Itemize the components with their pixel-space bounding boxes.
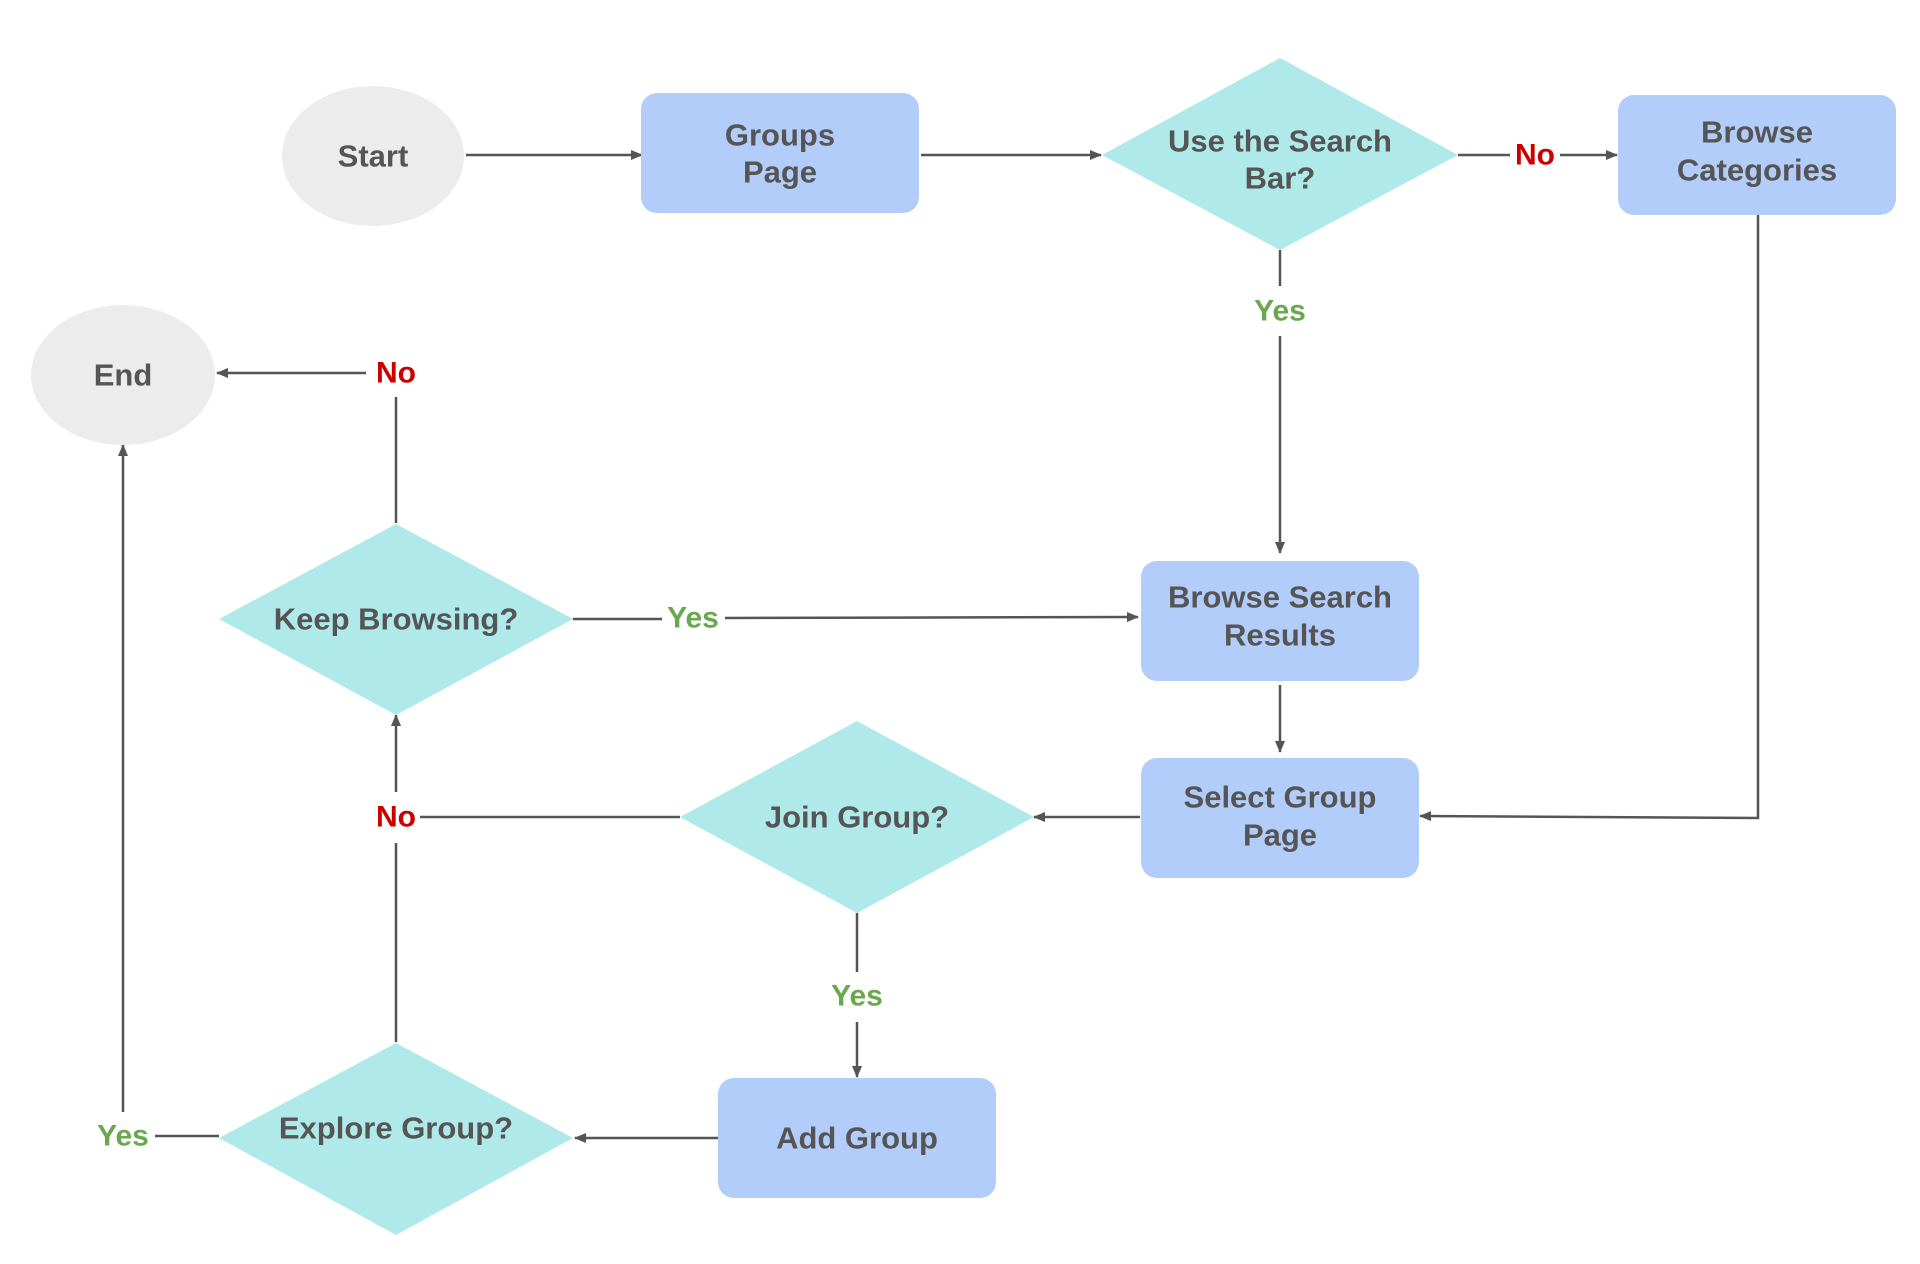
search-no-label: No [1515, 139, 1555, 172]
add-group-process-shape [718, 1078, 996, 1198]
end-label: End [94, 358, 153, 393]
browse-search-results-process-shape [1141, 561, 1419, 681]
node-browse-categories: Browse Categories [1618, 95, 1896, 215]
join-group-decision-shape [680, 721, 1034, 913]
select-group-page-label-line-1: Select Group [1184, 780, 1377, 815]
search-yes-label: Yes [1254, 295, 1306, 328]
edge-keep-browsing-yes-b [724, 612, 1139, 623]
explore-group-label: Explore Group? [279, 1111, 513, 1146]
browse-search-results-label-line-2: Results [1224, 618, 1336, 653]
browse-categories-label-line-1: Browse [1701, 115, 1813, 150]
edges [118, 150, 1760, 1143]
edge-labels: No Yes No Yes No Yes Yes [97, 139, 1555, 1153]
node-add-group: Add Group [718, 1078, 996, 1198]
keep-browsing-decision-shape [219, 524, 573, 715]
end-terminal-shape [31, 305, 215, 445]
keep-browsing-label: Keep Browsing? [274, 602, 519, 637]
add-group-label: Add Group [776, 1121, 938, 1156]
node-select-group-page: Select Group Page [1141, 758, 1419, 878]
node-join-group: Join Group? [680, 721, 1034, 913]
node-start: Start [282, 86, 464, 226]
use-search-bar-label-line-2: Bar? [1245, 161, 1316, 196]
groups-page-process-shape [641, 93, 919, 213]
groups-page-label-line-2: Page [743, 155, 817, 190]
join-group-label: Join Group? [765, 800, 949, 835]
browse-search-results-label-line-1: Browse Search [1168, 580, 1392, 615]
node-use-search-bar: Use the Search Bar? [1102, 58, 1458, 250]
groups-page-label-line-1: Groups [725, 118, 835, 153]
node-explore-group: Explore Group? [219, 1043, 573, 1235]
keep-browsing-no-label: No [376, 357, 416, 390]
node-end: End [31, 305, 215, 445]
select-group-page-label-line-2: Page [1243, 818, 1317, 853]
join-no-label: No [376, 801, 416, 834]
use-search-bar-decision-shape [1102, 58, 1458, 250]
node-groups-page: Groups Page [641, 93, 919, 213]
nodes: Start Groups Page Use the Search Bar? Br… [31, 58, 1896, 1235]
explore-group-decision-shape [219, 1043, 573, 1235]
join-yes-label: Yes [831, 980, 883, 1013]
select-group-page-process-shape [1141, 758, 1419, 878]
start-label: Start [338, 139, 409, 174]
use-search-bar-label-line-1: Use the Search [1168, 124, 1392, 159]
start-terminal-shape [282, 86, 464, 226]
node-browse-search-results: Browse Search Results [1141, 561, 1419, 681]
node-keep-browsing: Keep Browsing? [219, 524, 573, 715]
browse-categories-process-shape [1618, 95, 1896, 215]
browse-categories-label-line-2: Categories [1677, 153, 1837, 188]
edge-categories-to-select-group [1419, 215, 1760, 822]
explore-yes-label: Yes [97, 1120, 149, 1153]
keep-browsing-yes-label: Yes [667, 602, 719, 635]
